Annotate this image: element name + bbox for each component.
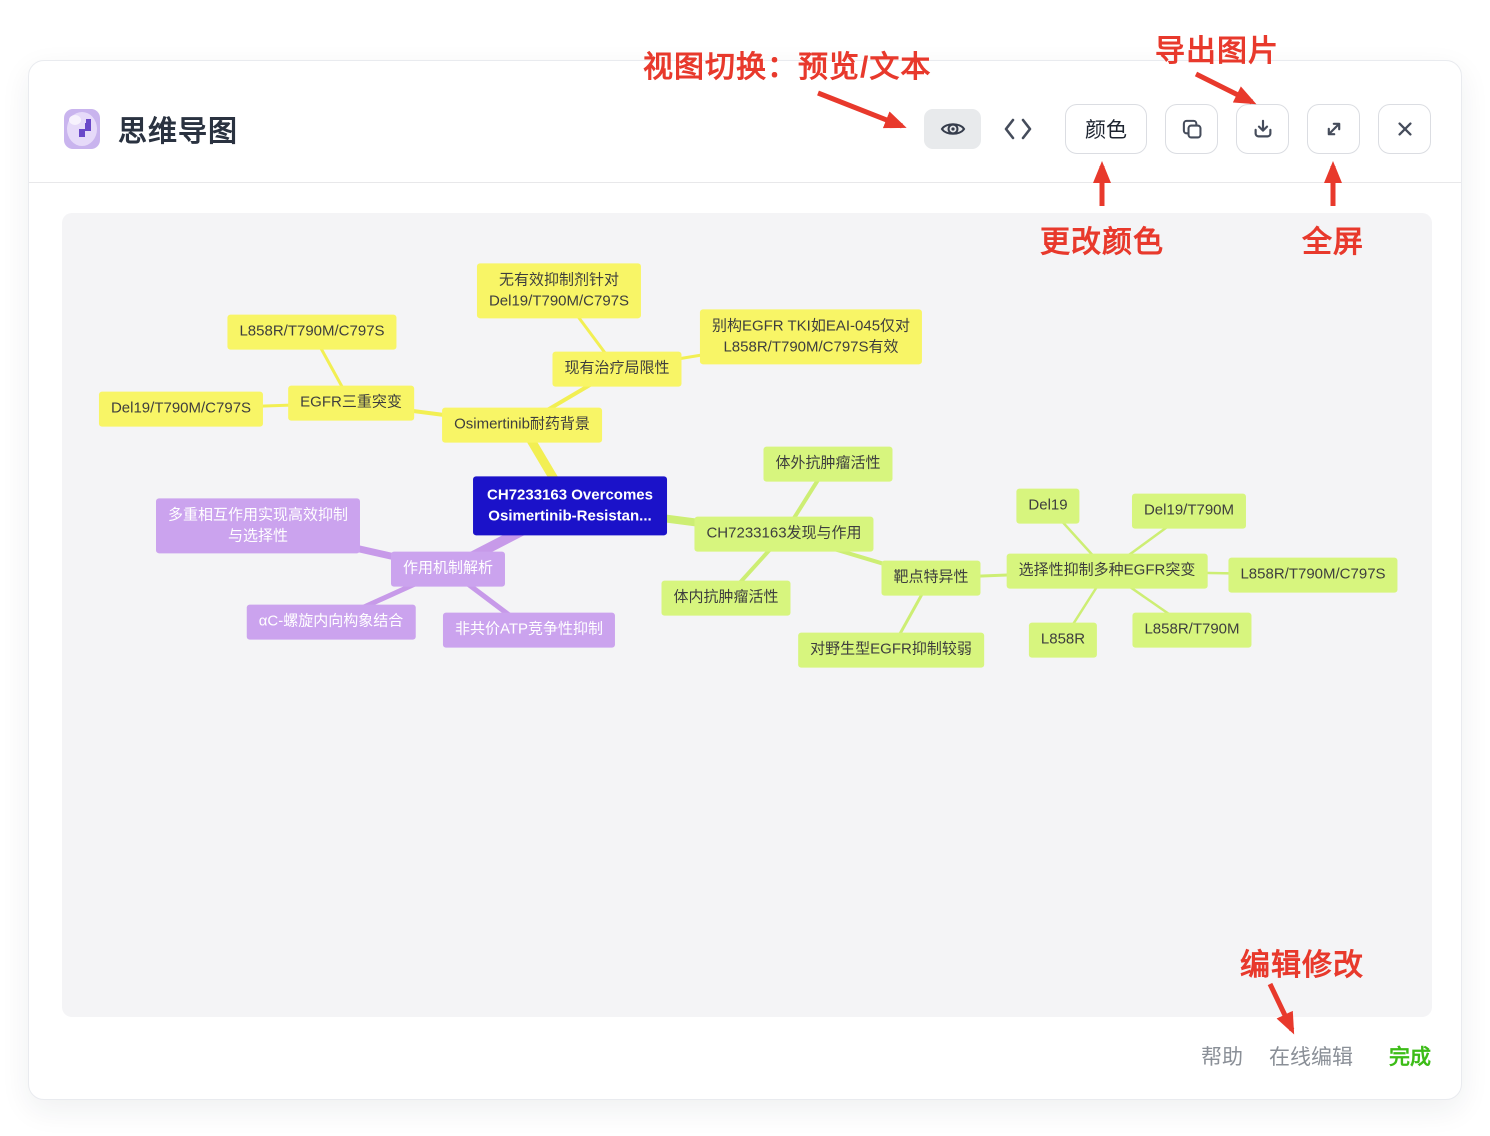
download-button[interactable] <box>1236 103 1289 154</box>
fullscreen-button[interactable] <box>1307 103 1360 154</box>
eye-icon <box>940 122 965 135</box>
done-button[interactable]: 完成 <box>1389 1046 1431 1069</box>
title-group: 思维导图 <box>61 108 238 150</box>
mindmap-node-alpha-c[interactable]: αC-螺旋内向构象结合 <box>246 604 416 640</box>
mindmap-node-del19-t790m[interactable]: Del19/T790M <box>1131 493 1247 529</box>
mindmap-node-del19[interactable]: Del19 <box>1016 488 1080 524</box>
mindmap-node-invitro[interactable]: 体外抗肿瘤活性 <box>763 446 893 482</box>
close-button[interactable] <box>1378 103 1431 154</box>
color-button[interactable]: 颜色 <box>1065 103 1147 154</box>
mindmap-node-multi[interactable]: 多重相互作用实现高效抑制与选择性 <box>155 498 361 554</box>
mindmap-node-noncovalent[interactable]: 非共价ATP竞争性抑制 <box>442 612 616 648</box>
mindmap-node-del19-3x[interactable]: Del19/T790M/C797S <box>98 391 264 427</box>
toolbar: 颜色 <box>924 103 1431 154</box>
mindmap-node-discovery[interactable]: CH7233163发现与作用 <box>694 516 874 552</box>
mindmap-node-bg[interactable]: Osimertinib耐药背景 <box>442 407 602 443</box>
mindmap-app-icon <box>64 108 100 149</box>
mindmap-node-invivo[interactable]: 体内抗肿瘤活性 <box>661 580 791 616</box>
mindmap-node-mechanism[interactable]: 作用机制解析 <box>390 551 506 587</box>
dialog-header: 思维导图 颜色 <box>29 61 1461 183</box>
copy-button[interactable] <box>1165 103 1218 154</box>
mindmap-node-l858r-3x-r[interactable]: L858R/T790M/C797S <box>1228 557 1398 593</box>
download-icon <box>1254 119 1271 137</box>
preview-view-button[interactable] <box>924 108 981 149</box>
code-icon <box>1004 118 1032 139</box>
mindmap-node-wildtype[interactable]: 对野生型EGFR抑制较弱 <box>798 632 984 668</box>
help-link[interactable]: 帮助 <box>1201 1046 1243 1069</box>
mindmap-node-selective[interactable]: 选择性抑制多种EGFR突变 <box>1006 553 1208 589</box>
online-edit-link[interactable]: 在线编辑 <box>1269 1046 1353 1069</box>
fullscreen-icon <box>1327 122 1340 135</box>
close-icon <box>1397 121 1412 136</box>
mindmap-dialog: 思维导图 颜色 <box>28 60 1462 1100</box>
page-title: 思维导图 <box>118 115 239 148</box>
copy-icon <box>1182 119 1201 138</box>
mindmap-node-l858r[interactable]: L858R <box>1028 622 1098 658</box>
mindmap-node-limits[interactable]: 现有治疗局限性 <box>552 351 682 387</box>
mindmap-node-l858r-3x[interactable]: L858R/T790M/C797S <box>227 314 397 350</box>
mindmap-node-l858r-t790m[interactable]: L858R/T790M <box>1132 612 1252 648</box>
mindmap-node-target[interactable]: 靶点特异性 <box>881 560 981 596</box>
dialog-footer: 帮助 在线编辑 完成 <box>1201 1035 1431 1077</box>
mindmap-node-egfr3[interactable]: EGFR三重突变 <box>288 385 414 421</box>
text-view-button[interactable] <box>1001 109 1035 149</box>
